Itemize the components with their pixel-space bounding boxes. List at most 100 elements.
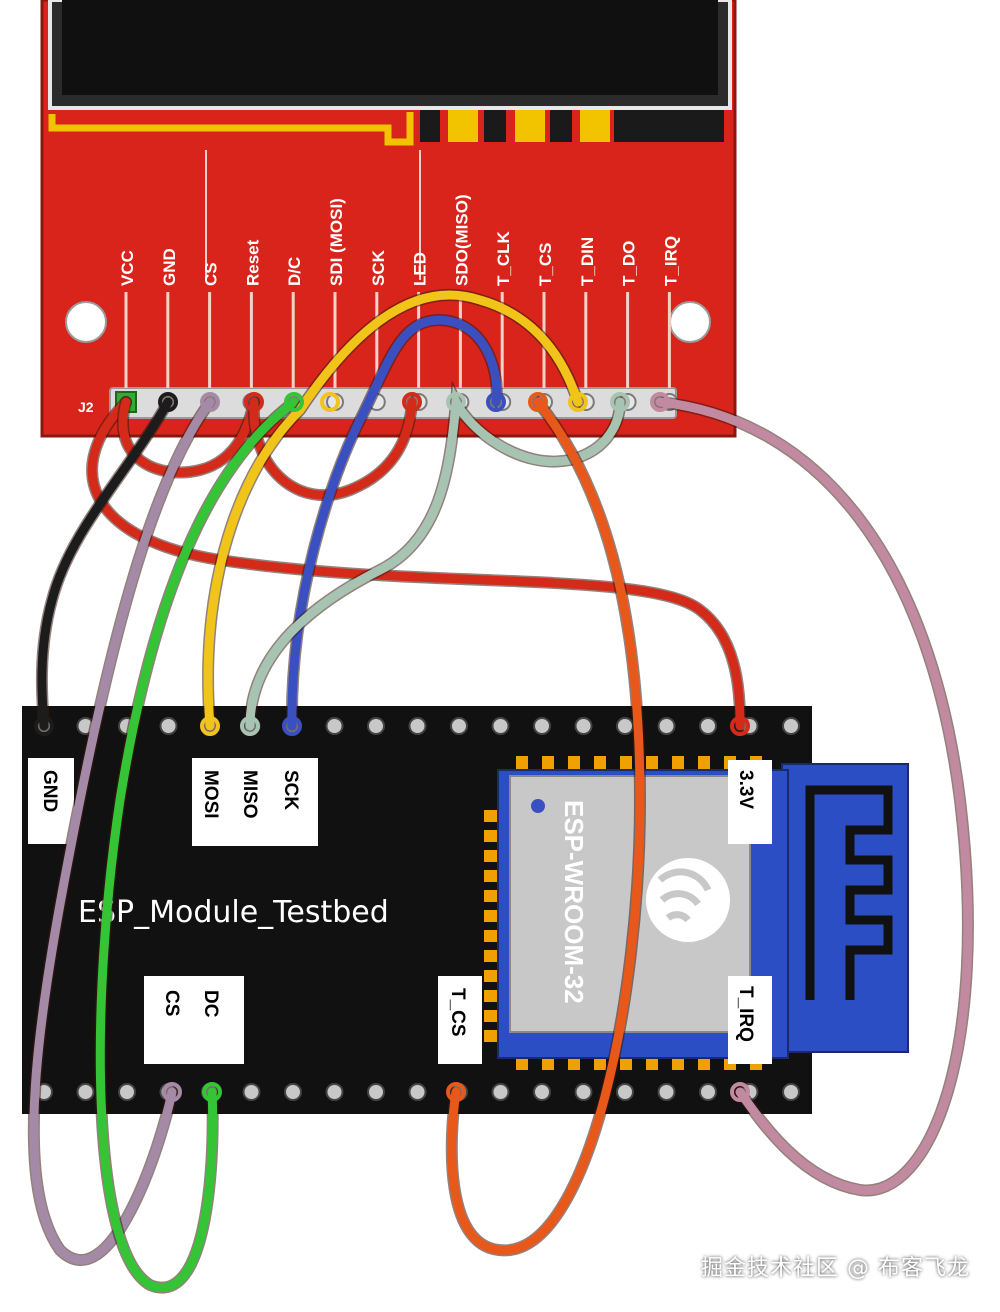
pad-2 (515, 110, 545, 142)
header-hole (782, 1083, 800, 1101)
pin-label: T_CLK (494, 231, 513, 287)
wire-endpoints (34, 392, 750, 1102)
wire-end (244, 392, 264, 412)
header-hole (491, 717, 510, 735)
wire-end (730, 1082, 750, 1102)
header-hole (699, 1083, 717, 1101)
module-pad (484, 830, 500, 842)
pin-label: SDI (MOSI) (327, 198, 346, 286)
header-hole (159, 717, 178, 735)
tirq-wire (655, 397, 973, 1195)
lcd-screen (62, 0, 718, 95)
header-hole (408, 1083, 427, 1101)
pad-1 (448, 110, 478, 142)
wire-end (202, 1082, 222, 1102)
header-hole (408, 717, 427, 735)
module-pad (484, 810, 500, 822)
pin-label: SDO(MISO) (452, 194, 471, 286)
wire-end (568, 392, 588, 412)
header-label: J2 (78, 399, 94, 415)
tcs-wire (447, 397, 645, 1255)
pad-black-2 (484, 110, 506, 142)
jumper-wires (27, 289, 974, 1294)
header-hole (118, 1083, 136, 1101)
wire-end (446, 1082, 466, 1102)
wire-end (650, 392, 670, 412)
header-hole (699, 717, 717, 735)
header-hole (574, 1083, 593, 1101)
board-title: ESP_Module_Testbed (78, 895, 389, 930)
header-hole (616, 1083, 634, 1101)
wire-end (162, 1082, 182, 1102)
antenna-trace (805, 785, 893, 1000)
module-pad (484, 930, 500, 942)
module-pad (568, 756, 580, 772)
wire-outline (86, 396, 746, 732)
wire-end (730, 716, 750, 736)
module-pad (484, 950, 500, 962)
module-pad (484, 910, 500, 922)
header-hole (367, 1083, 385, 1101)
wire-end (320, 392, 340, 412)
mounting-hole-left (65, 301, 107, 343)
module-pad (620, 756, 632, 772)
tcs-label-box (438, 976, 482, 1064)
pin-label: T_IRQ (661, 236, 680, 286)
wire-end (446, 392, 466, 412)
wire-end (528, 392, 548, 412)
v33-label-box (728, 760, 772, 844)
dc-wire (95, 397, 299, 1293)
espressif-logo-icon (646, 858, 730, 942)
header-hole (657, 717, 676, 735)
header-hole (616, 717, 634, 735)
tcs-label: T_CS (447, 988, 468, 1037)
pin-label: SCK (369, 249, 388, 286)
dc-label: DC (200, 990, 221, 1018)
pad-black-1 (420, 110, 440, 142)
gnd-label: GND (39, 770, 60, 812)
reset-wire (118, 397, 259, 477)
pin-label: CS (202, 262, 221, 286)
header-hole (657, 1083, 676, 1101)
yellow-trace (48, 112, 414, 146)
pad-3 (580, 110, 610, 142)
pin-label: Reset (243, 239, 262, 286)
pin-label: VCC (118, 250, 137, 286)
header-hole (491, 1083, 510, 1101)
module-pad (484, 970, 500, 982)
module-pad (516, 756, 528, 772)
dc-cs-label-box (144, 976, 244, 1064)
esp-testbed-board: ESP-WROOM-32 ESP_Module_Testbed GND SCK … (22, 706, 909, 1114)
wire-end (402, 392, 422, 412)
sck-wire (287, 315, 502, 731)
miso-label: MISO (239, 770, 260, 819)
header-hole (450, 717, 468, 735)
vcc-wire (87, 397, 745, 731)
mosi-label: MOSI (200, 770, 221, 819)
module-pad (484, 990, 500, 1002)
module-pad (698, 756, 710, 772)
header-hole (242, 1083, 261, 1101)
header-hole (574, 717, 593, 735)
module-pad (646, 756, 658, 772)
header-hole (367, 717, 385, 735)
module-pad (594, 756, 606, 772)
header-hole (533, 1083, 551, 1101)
mosi-wire (203, 290, 583, 731)
pin-label: D/C (285, 257, 304, 286)
watermark: 掘金技术社区 @ 布客飞龙 (701, 1256, 970, 1281)
pad-black-4 (614, 110, 724, 142)
wire-end (200, 716, 220, 736)
gnd-label-box (28, 758, 74, 844)
wire-end (34, 716, 54, 736)
module-pad (672, 756, 684, 772)
pad-black-3 (550, 110, 572, 142)
module-pad (484, 1030, 500, 1042)
module-pad (542, 756, 554, 772)
sck-label: SCK (280, 770, 301, 810)
header-hole (782, 717, 800, 735)
pin-label: LED (411, 252, 430, 286)
pin-label: T_CS (536, 243, 555, 286)
